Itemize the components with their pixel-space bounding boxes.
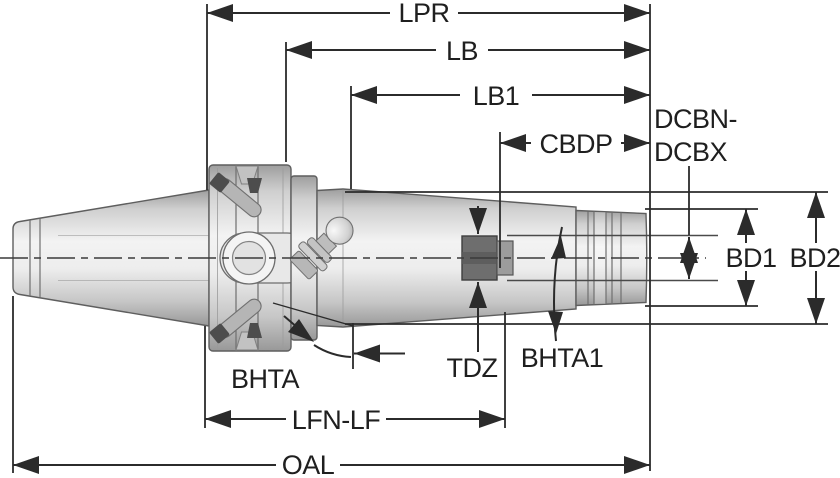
fitting-disc [298, 241, 328, 272]
label-bg [286, 405, 386, 433]
dim-label-lpr: LPR [398, 0, 449, 28]
bhta-cone-extension-line [272, 302, 354, 327]
bhta1-arrowhead-bottom [548, 311, 563, 334]
dim-label-lfn-lf: LFN-LF [292, 405, 381, 435]
dim-label-bd2: BD2 [789, 243, 840, 273]
dim-label-cbdp: CBDP [539, 129, 612, 159]
drive-key-bottom [247, 323, 262, 338]
flange-pin-cap-top [209, 172, 230, 193]
dim-label-lb: LB [446, 36, 478, 66]
label-bg [460, 81, 532, 109]
bhta-angle-arc [313, 344, 352, 358]
bhta-arrowhead [288, 319, 314, 342]
dim-label-bhta1: BHTA1 [521, 343, 604, 373]
label-bg [276, 451, 340, 478]
label-bg [723, 243, 779, 271]
label-bg [390, 0, 458, 27]
label-bg [790, 243, 840, 271]
label-bg [436, 36, 488, 64]
label-bg [531, 129, 621, 157]
dim-label-dcbn: DCBN- [654, 104, 737, 134]
flange-pin-cap-bottom [209, 323, 230, 344]
tool-holder-body [12, 164, 718, 352]
dimension-labels: LPR LB LB1 CBDP DCBN- DCBX BD1 BD2 BHTA … [231, 0, 840, 478]
dim-label-tdz: TDZ [447, 353, 498, 383]
fitting-ball-head [325, 216, 354, 245]
drive-key-top [247, 178, 262, 193]
dim-label-bd1: BD1 [725, 243, 776, 273]
dim-label-bhta: BHTA [231, 364, 299, 394]
dim-label-dcbx: DCBX [654, 137, 728, 167]
dim-label-oal: OAL [282, 450, 335, 478]
dim-label-lb1: LB1 [473, 81, 520, 111]
bhta1-arrowhead-top [551, 236, 566, 259]
